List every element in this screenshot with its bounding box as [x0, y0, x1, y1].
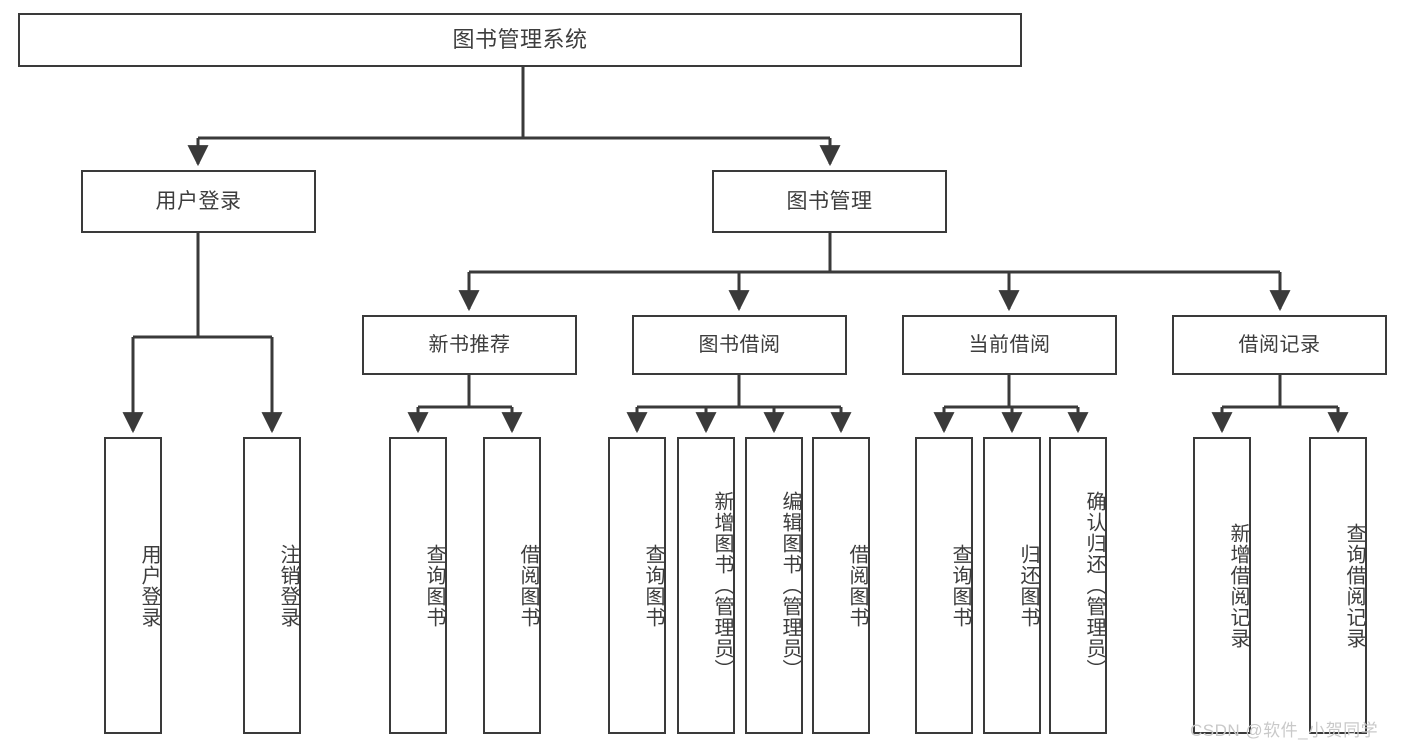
- leaf-edit-book-admin[interactable]: 编辑图书（管理员）: [745, 437, 803, 734]
- node-new-book-recommend[interactable]: 新书推荐: [362, 315, 577, 375]
- leaf-confirm-return-admin[interactable]: 确认归还（管理员）: [1049, 437, 1107, 734]
- leaf-borrow-book[interactable]: 借阅图书: [812, 437, 870, 734]
- leaf-borrow-book-recommend[interactable]: 借阅图书: [483, 437, 541, 734]
- node-user-login[interactable]: 用户登录: [81, 170, 316, 233]
- leaf-query-borrow-record[interactable]: 查询借阅记录: [1309, 437, 1367, 734]
- csdn-watermark: CSDN @软件_小贺同学: [1190, 721, 1379, 740]
- node-current-borrow[interactable]: 当前借阅: [902, 315, 1117, 375]
- leaf-return-book[interactable]: 归还图书: [983, 437, 1041, 734]
- leaf-add-book-admin[interactable]: 新增图书（管理员）: [677, 437, 735, 734]
- leaf-query-book-borrow[interactable]: 查询图书: [608, 437, 666, 734]
- node-borrow-record[interactable]: 借阅记录: [1172, 315, 1387, 375]
- leaf-query-book-current[interactable]: 查询图书: [915, 437, 973, 734]
- leaf-add-borrow-record[interactable]: 新增借阅记录: [1193, 437, 1251, 734]
- node-root-system[interactable]: 图书管理系统: [18, 13, 1022, 67]
- leaf-query-book-recommend[interactable]: 查询图书: [389, 437, 447, 734]
- leaf-logout[interactable]: 注销登录: [243, 437, 301, 734]
- node-book-management[interactable]: 图书管理: [712, 170, 947, 233]
- leaf-user-login[interactable]: 用户登录: [104, 437, 162, 734]
- node-book-borrow[interactable]: 图书借阅: [632, 315, 847, 375]
